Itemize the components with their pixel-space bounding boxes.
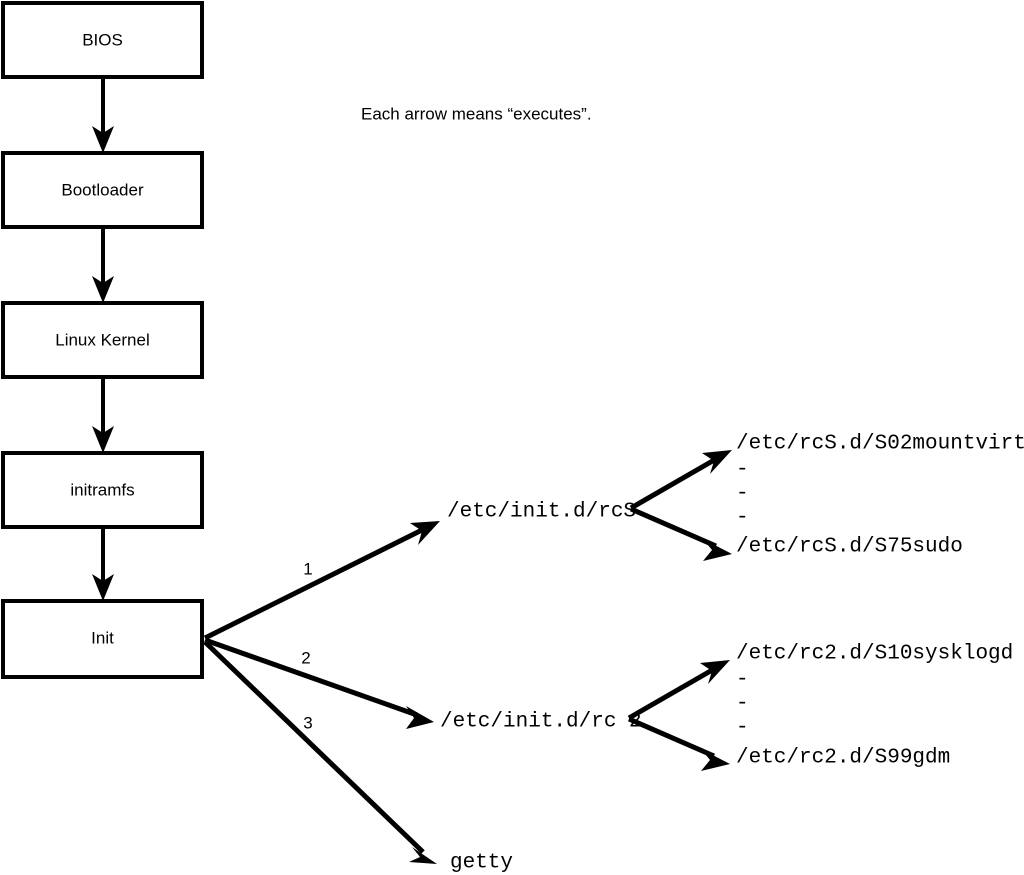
fork-rcs-lower: [630, 506, 732, 561]
fork-rc2-upper: [627, 660, 730, 721]
label-etc-init-d-rc-2: /etc/init.d/rc 2: [440, 711, 642, 734]
arrow-initramfs-to-init: [92, 527, 114, 601]
arrowhead-rc2-lower: [701, 749, 730, 771]
fork-rc2-lower: [628, 716, 730, 771]
arrowhead-bootloader-to-kernel: [92, 276, 114, 303]
label-rcs-first-script: /etc/rcS.d/S02mountvirtfs: [736, 433, 1024, 456]
branch-2-number: 2: [301, 648, 310, 667]
label-rc2-ellipsis-2: -: [736, 693, 749, 716]
node-initramfs-box: [1, 451, 204, 529]
label-rcs-ellipsis-3: -: [736, 507, 749, 530]
node-bios: BIOS: [1, 1, 204, 79]
label-rc2-ellipsis-1: -: [736, 669, 749, 692]
branch-init-2: 2: [204, 637, 434, 729]
arrowhead-branch-2: [406, 706, 434, 729]
branch-3-number: 3: [303, 713, 312, 732]
arrow-kernel-to-initramfs: [92, 377, 114, 453]
node-bios-box: [1, 1, 204, 79]
node-initramfs: initramfs: [1, 451, 204, 529]
label-getty: getty: [450, 852, 513, 875]
label-etc-init-d-rcs: /etc/init.d/rcS: [447, 501, 636, 524]
arrowhead-branch-1: [410, 521, 440, 545]
label-rc2-ellipsis-3: -: [736, 717, 749, 740]
label-rc2-first-script: /etc/rc2.d/S10sysklogd: [736, 643, 1013, 666]
arrowhead-bios-to-bootloader: [92, 126, 114, 153]
node-init-label: Init: [91, 628, 114, 647]
label-rcs-last-script: /etc/rcS.d/S75sudo: [736, 536, 963, 559]
label-rcs-ellipsis-1: -: [736, 459, 749, 482]
branch-init-3: 3: [203, 640, 437, 864]
label-rcs-ellipsis-2: -: [736, 483, 749, 506]
arrow-bootloader-to-kernel: [92, 227, 114, 303]
label-rc2-last-script: /etc/rc2.d/S99gdm: [736, 747, 950, 770]
arrowhead-initramfs-to-init: [92, 574, 114, 601]
arrow-bios-to-bootloader: [92, 77, 114, 153]
diagram-caption: Each arrow means “executes”.: [361, 104, 592, 123]
arrowhead-branch-3: [409, 847, 437, 864]
node-linux-kernel: Linux Kernel: [1, 301, 204, 379]
arrowhead-rcs-upper: [702, 450, 732, 474]
node-bootloader: Bootloader: [1, 151, 204, 229]
branch-init-1: 1: [203, 521, 440, 641]
node-bootloader-label: Bootloader: [61, 180, 144, 199]
arrowhead-rcs-lower: [703, 539, 732, 561]
arrowhead-kernel-to-initramfs: [92, 426, 114, 453]
fork-rcs-upper: [629, 450, 732, 511]
node-linux-kernel-label: Linux Kernel: [55, 330, 150, 349]
node-bios-label: BIOS: [82, 30, 123, 49]
node-init: Init: [1, 599, 204, 679]
node-init-box: [1, 599, 204, 679]
node-initramfs-label: initramfs: [70, 480, 134, 499]
branch-1-number: 1: [303, 559, 312, 578]
arrowhead-rc2-upper: [700, 660, 730, 684]
